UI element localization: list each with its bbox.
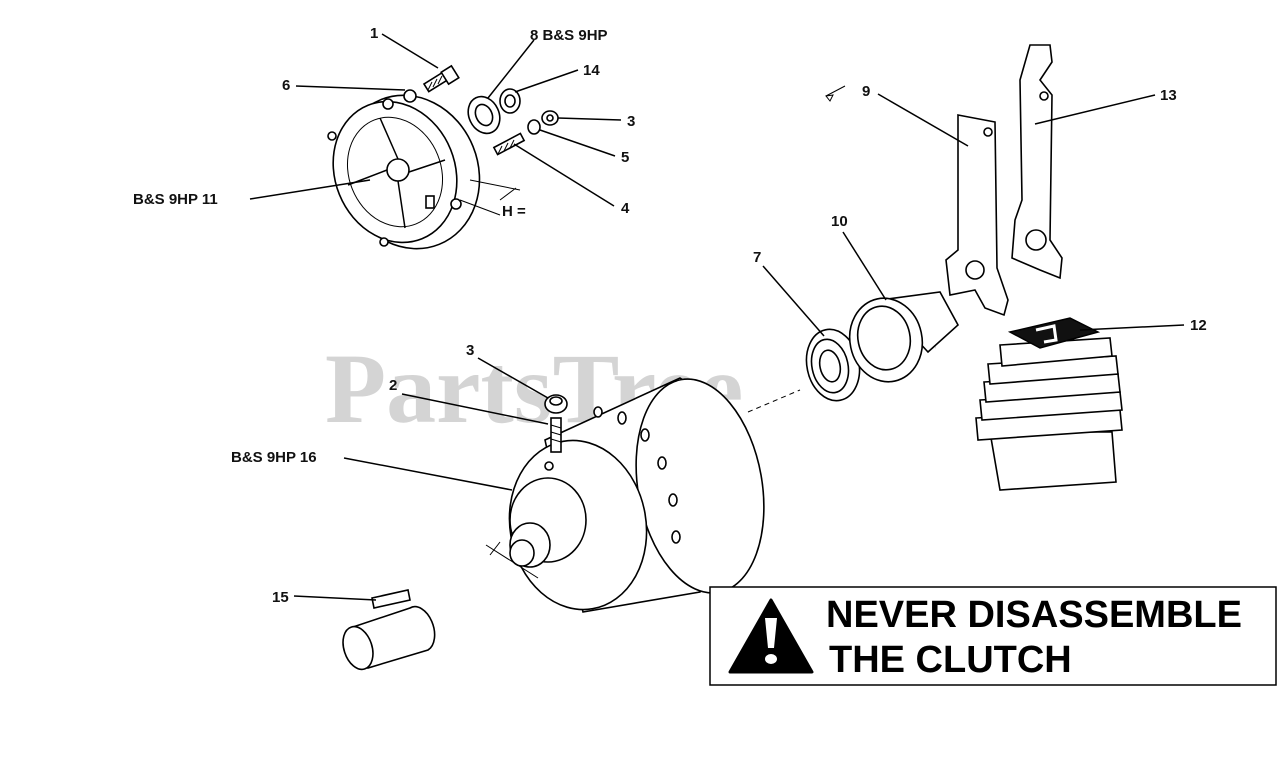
part-5-washer xyxy=(527,119,541,135)
callout-14: 14 xyxy=(583,62,600,79)
callout-9: 9 xyxy=(862,83,870,100)
part-10-collar xyxy=(848,291,960,383)
part-4-stud xyxy=(492,132,526,156)
part-8-bearing xyxy=(467,95,501,135)
callout-5: 5 xyxy=(621,149,629,166)
part-14-washer xyxy=(499,88,521,114)
part-3-nut-lower xyxy=(544,394,568,414)
callout-12: 12 xyxy=(1190,317,1207,334)
callout-3-lower: 3 xyxy=(466,342,474,359)
part-16-clutch-drum xyxy=(485,377,765,613)
part-3-nut-upper xyxy=(541,110,559,126)
part-12-finned-coil xyxy=(975,317,1123,491)
part-11-housing xyxy=(327,89,521,250)
part-1-bolt xyxy=(422,64,460,93)
callout-1: 1 xyxy=(370,25,378,42)
callout-7: 7 xyxy=(753,249,761,266)
part-9-lever xyxy=(825,85,1009,317)
part-13-lever xyxy=(1011,44,1063,280)
part-7-bearing xyxy=(805,328,861,402)
callout-10: 10 xyxy=(831,213,848,230)
warning-line-1: NEVER DISASSEMBLE xyxy=(826,594,1242,636)
callout-6: 6 xyxy=(282,77,290,94)
callout-11: B&S 9HP 11 xyxy=(133,191,218,208)
part-2-set-screw xyxy=(550,417,562,453)
warning-sign: NEVER DISASSEMBLE THE CLUTCH xyxy=(709,586,1277,686)
callout-13: 13 xyxy=(1160,87,1177,104)
shaft-centerline xyxy=(747,389,801,413)
callout-2: 2 xyxy=(389,377,397,394)
callout-16: B&S 9HP 16 xyxy=(231,449,317,466)
callouts: 1 8 B&S 9HP 14 6 3 5 4 B&S 9HP 11 9 13 1… xyxy=(133,25,1207,606)
dimension-label: H = xyxy=(502,203,526,220)
warning-triangle-icon xyxy=(728,598,814,674)
callout-4: 4 xyxy=(621,200,630,217)
part-15-key-and-shaft xyxy=(342,589,436,671)
warning-line-2: THE CLUTCH xyxy=(829,639,1072,681)
callout-8: 8 B&S 9HP xyxy=(530,27,608,44)
callout-3-upper: 3 xyxy=(627,113,635,130)
callout-15: 15 xyxy=(272,589,289,606)
